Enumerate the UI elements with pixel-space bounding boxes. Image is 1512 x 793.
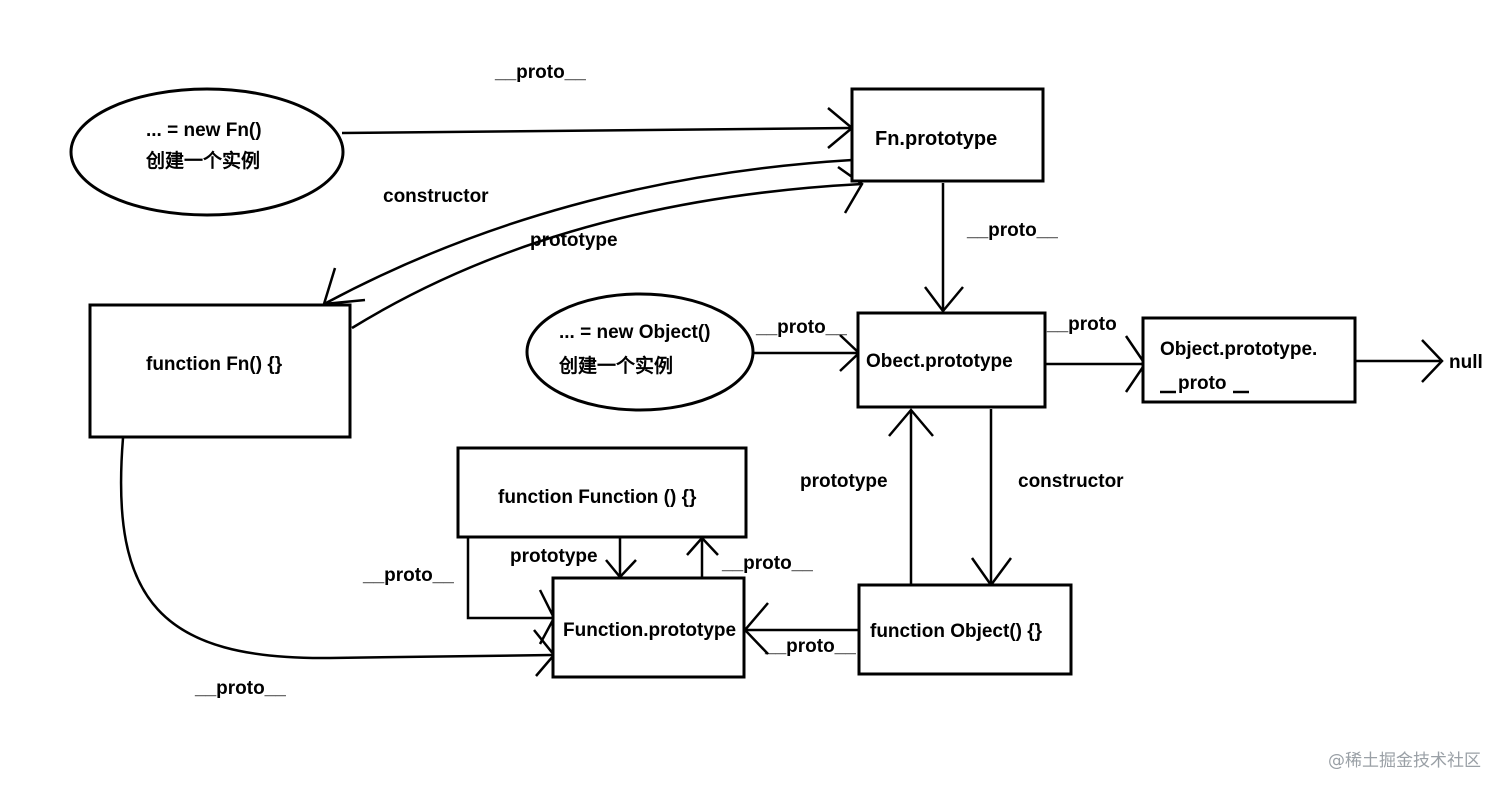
node-new-object-instance-line2: 创建一个实例 — [558, 354, 673, 377]
label-fn-prototype-link: prototype — [530, 230, 618, 251]
node-fn-prototype — [850, 87, 1045, 183]
node-function-prototype — [551, 576, 746, 679]
node-new-fn-instance-line1: ... = new Fn() — [146, 120, 262, 141]
edge-function-object-prototype-arrowhead — [888, 408, 934, 437]
label-function-fn-proto: __proto__ — [194, 678, 286, 699]
edge-prototype-arrowhead — [837, 165, 864, 214]
edge-prototype-to-fn-prototype — [351, 182, 863, 330]
node-function-function-label: function Function () {} — [498, 487, 697, 508]
node-new-fn-instance-line2: 创建一个实例 — [145, 149, 260, 172]
node-object-prototype-proto — [1141, 316, 1357, 404]
label-function-prototype-up-proto: __proto__ — [721, 553, 813, 574]
edge-function-function-proto — [466, 538, 552, 620]
edge-constructor-to-function-fn — [325, 158, 853, 305]
node-function-prototype-label: Function.prototype — [563, 620, 736, 641]
label-obect-constructor: constructor — [1018, 471, 1124, 492]
node-function-object — [857, 583, 1073, 676]
watermark: @稀土掘金技术社区 — [1328, 751, 1481, 771]
node-function-function — [456, 446, 748, 539]
node-obect-prototype — [856, 311, 1047, 409]
label-function-function-proto: __proto__ — [362, 565, 454, 586]
node-new-object-instance-line1: ... = new Object() — [559, 322, 711, 343]
node-new-fn-instance — [69, 87, 345, 217]
edge-to-null-arrowhead — [1421, 339, 1444, 383]
node-function-object-label: function Object() {} — [870, 621, 1043, 642]
edge-instance-to-fn-prototype — [341, 126, 851, 135]
label-function-object-proto: __proto__ — [764, 636, 856, 657]
label-function-function-prototype: prototype — [510, 546, 598, 567]
label-fn-prototype-constructor: constructor — [383, 186, 489, 207]
edge-function-fn-proto — [119, 437, 553, 660]
node-function-fn — [88, 303, 352, 439]
label-instance-to-fn-prototype: __proto__ — [494, 62, 586, 83]
label-fn-prototype-to-obect: __proto__ — [966, 220, 1058, 241]
node-object-prototype-proto-line1: Object.prototype. — [1160, 339, 1317, 360]
label-obect-to-object-proto: __proto — [1046, 314, 1117, 335]
edge-fn-prototype-down-arrowhead — [924, 286, 964, 314]
node-fn-prototype-label: Fn.prototype — [875, 128, 997, 150]
node-new-object-instance — [525, 292, 755, 412]
node-object-prototype-proto-line2: proto — [1178, 373, 1227, 394]
node-function-fn-label: function Fn() {} — [146, 354, 283, 375]
node-obect-prototype-label: Obect.prototype — [866, 351, 1013, 372]
label-obect-prototype-link: prototype — [800, 471, 888, 492]
label-object-instance-to-obect: __proto__ — [755, 317, 847, 338]
node-null: null — [1449, 352, 1483, 373]
